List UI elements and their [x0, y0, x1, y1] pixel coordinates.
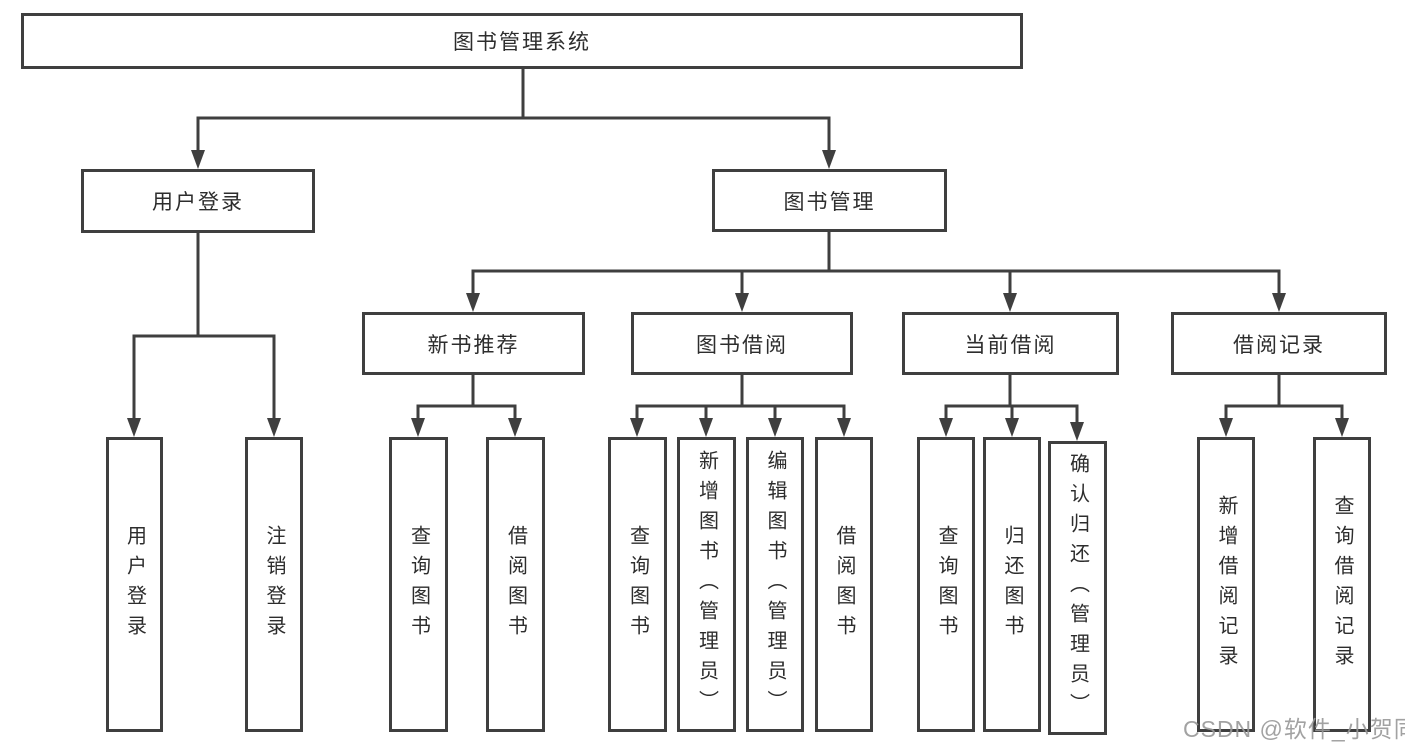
connector-arrowhead: [411, 418, 425, 437]
node-new-book-recommend-label: 新书推荐: [427, 333, 520, 357]
node-user-login-group: 用户登录: [81, 169, 315, 233]
leaf-confirm-return-admin-label: 确认归还（管理员）: [1066, 453, 1089, 723]
node-borrowing-records-label: 借阅记录: [1233, 333, 1325, 357]
leaf-borrowing-borrow-books: 借阅图书: [815, 437, 873, 732]
leaf-recommend-query-books: 查询图书: [389, 437, 448, 732]
leaf-query-borrow-record-label: 查询借阅记录: [1331, 494, 1353, 675]
node-book-borrowing-label: 图书借阅: [696, 333, 788, 357]
leaf-user-login: 用户登录: [106, 437, 163, 732]
leaf-logout: 注销登录: [245, 437, 303, 732]
connector-arrowhead: [1003, 293, 1017, 312]
leaf-recommend-borrow-books-label: 借阅图书: [504, 524, 527, 645]
node-current-borrowing-label: 当前借阅: [964, 333, 1057, 357]
node-library-system: 图书管理系统: [21, 13, 1023, 69]
leaf-borrowing-borrow-books-label: 借阅图书: [833, 524, 855, 645]
leaf-logout-label: 注销登录: [263, 524, 285, 645]
leaf-edit-book-admin-label: 编辑图书（管理员）: [764, 449, 786, 720]
connector-arrowhead: [837, 418, 851, 437]
leaf-add-borrow-record-label: 新增借阅记录: [1215, 494, 1237, 675]
node-new-book-recommend: 新书推荐: [362, 312, 585, 375]
connector-arrowhead: [699, 418, 713, 437]
leaf-recommend-borrow-books: 借阅图书: [486, 437, 545, 732]
connector-arrowhead: [127, 418, 141, 437]
leaf-add-book-admin: 新增图书（管理员）: [677, 437, 736, 732]
leaf-return-books-label: 归还图书: [1001, 524, 1023, 645]
csdn-watermark: CSDN @软件_小贺同学: [1183, 716, 1405, 742]
leaf-add-book-admin-label: 新增图书（管理员）: [695, 449, 718, 720]
connector-arrowhead: [1219, 418, 1233, 437]
leaf-user-login-label: 用户登录: [123, 524, 146, 645]
connector-arrowhead: [267, 418, 281, 437]
leaf-confirm-return-admin: 确认归还（管理员）: [1048, 441, 1107, 735]
leaf-borrowing-query-books: 查询图书: [608, 437, 667, 732]
connector-arrowhead: [768, 418, 782, 437]
leaf-edit-book-admin: 编辑图书（管理员）: [746, 437, 804, 732]
connector-arrowhead: [466, 293, 480, 312]
connector-arrowhead: [1335, 418, 1349, 437]
leaf-recommend-query-books-label: 查询图书: [407, 524, 430, 645]
node-book-management-label: 图书管理: [783, 190, 876, 214]
connector-arrowhead: [191, 150, 205, 169]
leaf-borrowing-query-books-label: 查询图书: [626, 524, 649, 645]
node-current-borrowing: 当前借阅: [902, 312, 1119, 375]
leaf-add-borrow-record: 新增借阅记录: [1197, 437, 1255, 732]
node-library-system-label: 图书管理系统: [453, 31, 591, 54]
leaf-return-books: 归还图书: [983, 437, 1041, 732]
connector-arrowhead: [508, 418, 522, 437]
connector-arrowhead: [735, 293, 749, 312]
connector-arrowhead: [822, 150, 836, 169]
leaf-current-query-books-label: 查询图书: [935, 524, 957, 645]
node-user-login-group-label: 用户登录: [152, 191, 244, 214]
leaf-current-query-books: 查询图书: [917, 437, 975, 732]
connector-arrowhead: [1005, 418, 1019, 437]
node-borrowing-records: 借阅记录: [1171, 312, 1387, 375]
connector-arrowhead: [1272, 293, 1286, 312]
connector-arrowhead: [1070, 422, 1084, 441]
connector-arrowhead: [939, 418, 953, 437]
node-book-borrowing: 图书借阅: [631, 312, 853, 375]
leaf-query-borrow-record: 查询借阅记录: [1313, 437, 1371, 732]
node-book-management: 图书管理: [712, 169, 947, 232]
connector-arrowhead: [630, 418, 644, 437]
